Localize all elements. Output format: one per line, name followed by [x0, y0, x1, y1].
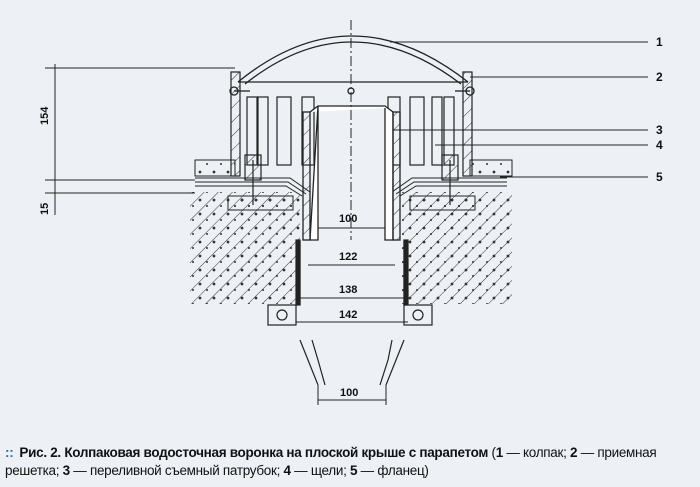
caption-title: Колпаковая водосточная воронка на плоско…	[64, 445, 489, 460]
roof-drain-drawing: 1 2 3 4 5 154 15 100 122 138 142 100	[39, 20, 663, 405]
callout-leaders	[390, 41, 648, 178]
caption-marker: ::	[5, 445, 14, 460]
dimension-142: 142	[339, 309, 357, 321]
item-text: фланец	[377, 463, 425, 478]
horizontal-dimension-lines	[296, 227, 408, 405]
insulation-left	[190, 192, 300, 304]
callout-2: 2	[656, 70, 663, 84]
item-text: переливной съемный патрубок	[89, 463, 277, 478]
callout-5: 5	[656, 170, 663, 184]
item-text: колпак	[523, 445, 564, 460]
item-num: 4	[283, 463, 292, 478]
item-text: приемная решетка	[5, 445, 657, 478]
callout-1: 1	[656, 35, 663, 49]
drain-pipe	[267, 239, 433, 386]
callout-3: 3	[656, 123, 663, 137]
dimension-100-top: 100	[339, 213, 357, 225]
item-num: 2	[570, 445, 578, 460]
callout-4: 4	[656, 138, 663, 152]
dimension-100-bottom: 100	[340, 387, 358, 399]
item-num: 5	[349, 463, 358, 478]
item-text: щели	[310, 463, 344, 478]
dimension-122: 122	[339, 251, 357, 263]
dimension-15: 15	[39, 203, 51, 215]
dome-cap	[229, 35, 475, 96]
item-num: 3	[62, 463, 71, 478]
overflow-pipe	[302, 105, 401, 241]
dimension-154: 154	[39, 106, 51, 125]
item-num: 1	[495, 445, 504, 460]
dimension-138: 138	[339, 284, 357, 296]
vertical-dimension-lines	[45, 64, 235, 215]
insulation-right	[402, 192, 512, 304]
caption-fig-label: Рис. 2.	[19, 445, 61, 460]
figure-caption: ::Рис. 2. Колпаковая водосточная воронка…	[5, 445, 657, 478]
